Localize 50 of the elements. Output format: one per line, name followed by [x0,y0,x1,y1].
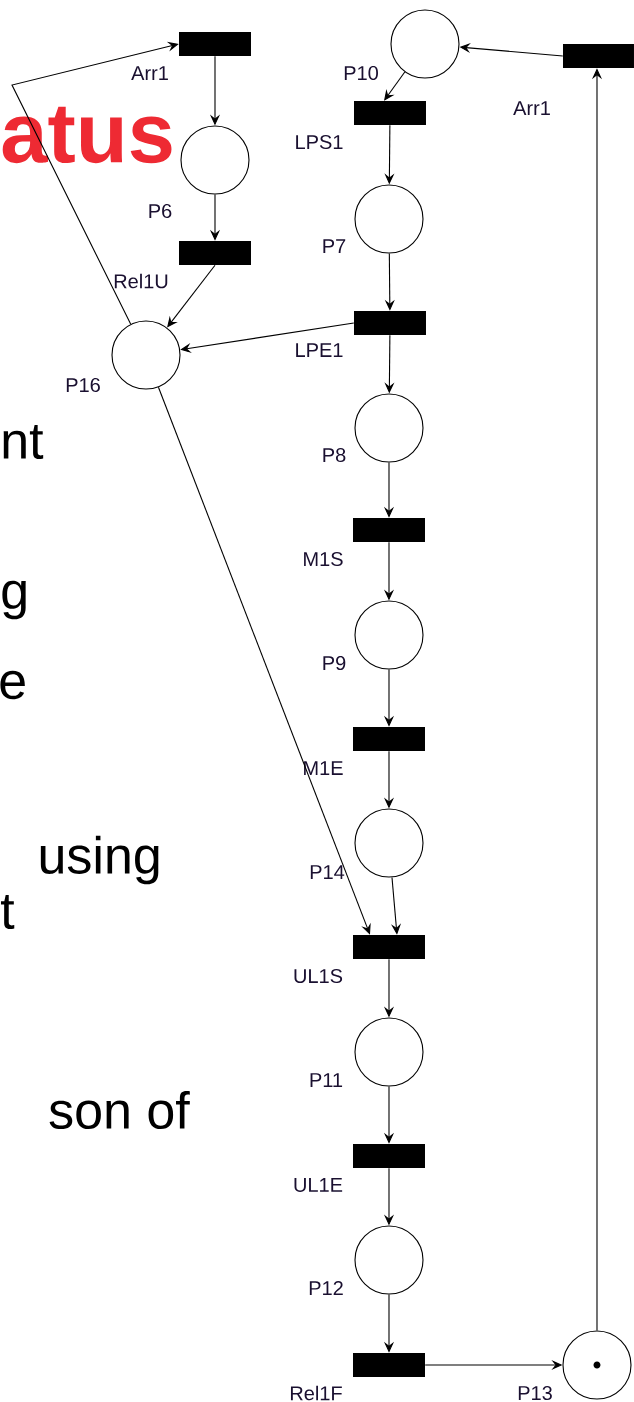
place-label: LPE1 [296,343,343,357]
place-label: P7 [323,239,346,253]
place-label: P8 [323,447,346,463]
place-circle [111,320,181,390]
place-circle [354,1225,424,1295]
transition-bar [179,32,251,56]
arrow [157,386,371,935]
place-circle [354,808,424,878]
place-label: P9 [323,655,346,671]
place-label: UL1S [294,968,343,984]
transition-bar [354,311,426,335]
slide-text: t [1,895,15,929]
marked-place-circle [562,1330,632,1400]
transition-bar [563,44,634,68]
place-circle [354,1017,424,1087]
place-circle [354,184,424,254]
transition-bar [353,1144,425,1168]
transition-bar [353,518,425,542]
transition-bar [179,241,251,265]
place-label: Rel1F [290,1385,342,1401]
place-label: M1S [304,551,343,567]
transition-bar [353,727,425,751]
place-label: UL1E [294,1178,343,1192]
place-circle [354,600,424,670]
transition-bar [354,101,426,125]
arrow [180,322,355,354]
place-circle [390,9,460,79]
transition-bar [353,1353,425,1377]
place-circle [180,125,250,195]
slide-text: e [0,670,25,700]
slide-text: son of [49,1090,190,1130]
place-label: P16 [66,377,100,393]
slide-text: using [40,835,159,885]
transition-bar [353,935,425,959]
place-label: Arr1 [513,101,550,115]
slide-text: nt [3,425,44,459]
place-label: Arr1 [131,66,168,80]
place-label: P14 [310,865,345,879]
place-label: P12 [309,1281,343,1295]
place-label: LPS1 [296,134,343,150]
place-label: P10 [344,65,378,81]
slide-text: g [2,580,26,620]
place-circle [354,393,424,463]
place-label: P6 [149,203,172,219]
arrow [384,71,406,101]
place-label: Rel1U [114,273,168,289]
arrow [391,876,402,935]
place-label: P13 [518,1385,552,1401]
arrow [167,264,216,328]
place-label: P11 [310,1073,343,1087]
